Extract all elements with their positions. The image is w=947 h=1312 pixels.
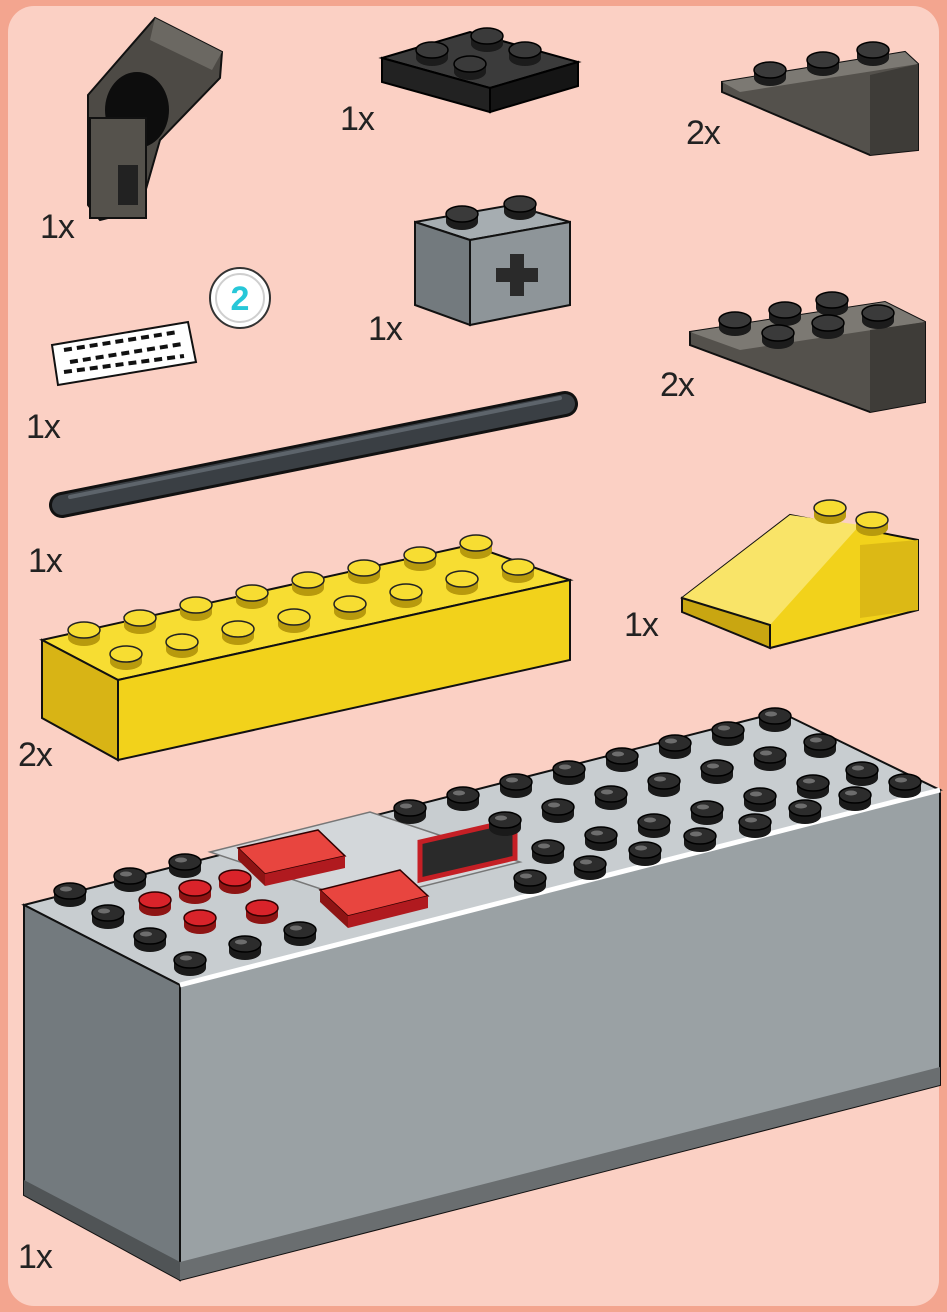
slope-part-top bbox=[722, 42, 918, 155]
sticker-callout-number: 2 bbox=[231, 280, 250, 318]
quantity-label-plate: 1x bbox=[340, 102, 374, 136]
quantity-label-angle-connector: 1x bbox=[40, 210, 74, 244]
yellow-brick-part bbox=[42, 535, 570, 760]
angle-connector-part bbox=[88, 18, 222, 220]
quantity-label-axle: 1x bbox=[28, 544, 62, 578]
battery-box-part bbox=[24, 708, 940, 1280]
quantity-label-battery-box: 1x bbox=[18, 1240, 52, 1274]
quantity-label-slope-top: 2x bbox=[686, 116, 720, 150]
quantity-label-slope-middle: 2x bbox=[660, 368, 694, 402]
quantity-label-yellow-brick: 2x bbox=[18, 738, 52, 772]
yellow-slope-part bbox=[682, 500, 918, 648]
axle-part bbox=[62, 398, 565, 505]
sticker-sheet-part: 2 bbox=[52, 268, 270, 385]
quantity-label-technic-brick: 1x bbox=[368, 312, 402, 346]
plate-2x3-part bbox=[382, 28, 578, 112]
quantity-label-yellow-slope: 1x bbox=[624, 608, 658, 642]
quantity-label-sticker: 1x bbox=[26, 410, 60, 444]
slope-part-middle bbox=[690, 292, 925, 412]
technic-brick-part bbox=[415, 196, 570, 325]
